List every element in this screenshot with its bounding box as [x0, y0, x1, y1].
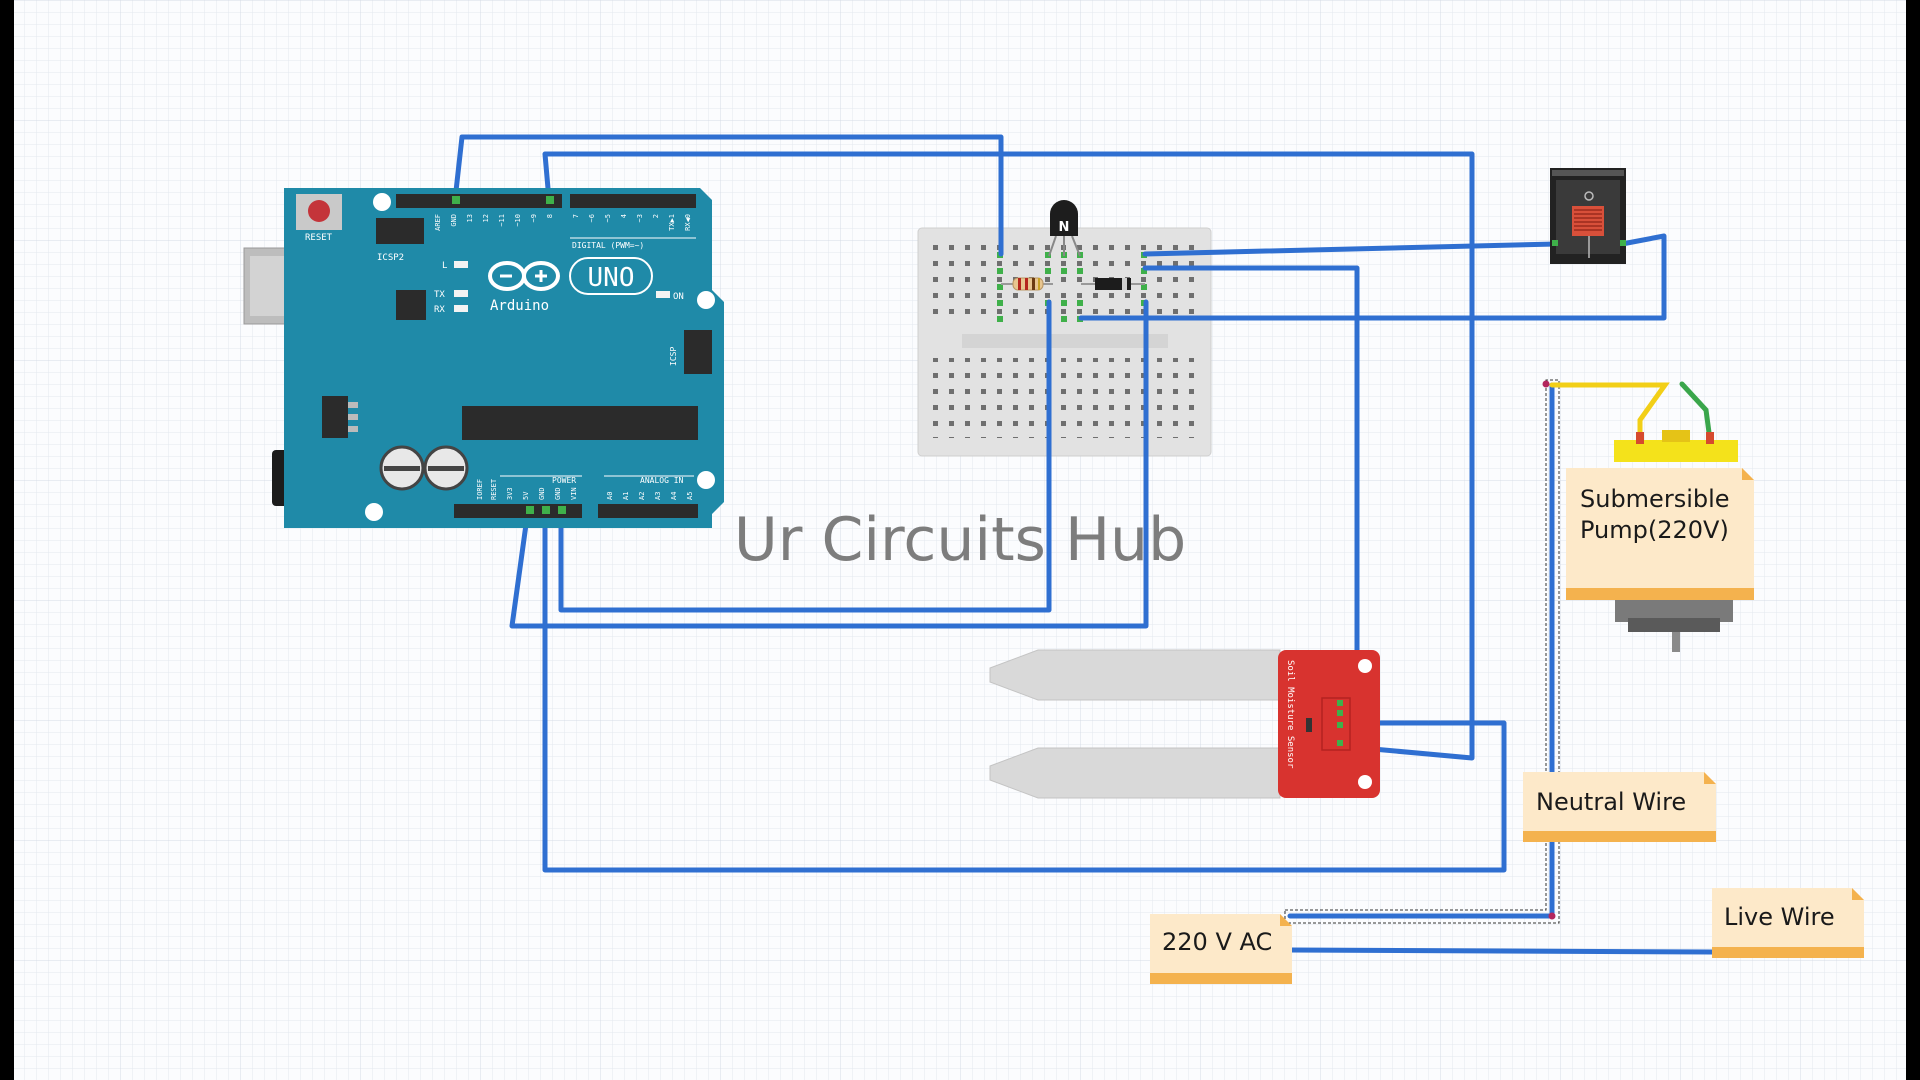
note-pump-line2: Pump(220V) — [1580, 516, 1729, 544]
pin-a2: A2 — [638, 492, 646, 500]
atmega-chip — [462, 406, 698, 440]
arduino-uno-board[interactable]: RESET ICSP2 AREF GND 13 12 ~11 ~10 ~9 8 … — [243, 188, 724, 528]
digital-label: DIGITAL (PWM=~) — [572, 241, 644, 250]
wire-gnd-top[interactable] — [452, 134, 1004, 257]
wire-relay-return[interactable] — [1078, 233, 1667, 321]
pin-reset: RESET — [490, 478, 498, 500]
pin-9: ~9 — [530, 214, 538, 222]
relay-module[interactable] — [1550, 168, 1626, 264]
usb-chip — [396, 290, 426, 320]
submersible-pump[interactable] — [1614, 430, 1738, 652]
npn-transistor[interactable]: N — [1048, 200, 1081, 257]
led-rx-label: RX — [434, 305, 445, 315]
pump-yellow-lead[interactable] — [1549, 382, 1670, 443]
pin-7: 7 — [572, 214, 580, 218]
resistor[interactable] — [1001, 277, 1053, 291]
voltage-regulator — [322, 396, 348, 438]
note-ac-text: 220 V AC — [1162, 928, 1272, 956]
led-tx-label: TX — [434, 290, 445, 300]
reset-label: RESET — [305, 233, 333, 243]
diode[interactable] — [1081, 278, 1145, 290]
pin-3: ~3 — [636, 214, 644, 222]
wire-gnd-sensor[interactable] — [542, 507, 1507, 873]
pin-gnd: GND — [450, 214, 458, 227]
note-220v-ac[interactable]: 220 V AC — [1150, 914, 1292, 984]
pin-12: 12 — [482, 214, 490, 222]
pin-a4: A4 — [670, 492, 678, 500]
pin-a0: A0 — [606, 492, 614, 500]
power-label: POWER — [552, 476, 576, 485]
wire-5v-bb[interactable] — [509, 299, 1149, 629]
pin-vin: VIN — [570, 487, 578, 500]
pin-ioref: IOREF — [476, 479, 484, 500]
note-neutral-text: Neutral Wire — [1536, 788, 1686, 816]
pin-3v3: 3V3 — [506, 487, 514, 500]
left-border — [0, 0, 14, 1080]
soil-moisture-sensor[interactable]: Soil Moisture Sensor — [989, 649, 1380, 799]
arduino-brand: Arduino — [490, 298, 549, 314]
pin-4: 4 — [620, 214, 628, 218]
wire-relay-coil[interactable] — [1142, 241, 1559, 257]
note-neutral-wire[interactable]: Neutral Wire — [1523, 772, 1716, 842]
pin-tx1: TX▶1 — [668, 214, 676, 231]
note-pump-line1: Submersible — [1580, 485, 1730, 513]
led-l — [454, 261, 468, 268]
right-border — [1906, 0, 1920, 1080]
wire-bb-sensor-vcc[interactable] — [1142, 265, 1360, 703]
icsp2-label: ICSP2 — [377, 253, 404, 263]
digital-header-left — [396, 194, 562, 208]
arduino-model: UNO — [588, 263, 635, 293]
wire-ac-live[interactable] — [1287, 947, 1715, 955]
sensor-probe-bottom — [989, 747, 1281, 799]
transistor-label: N — [1059, 220, 1070, 235]
pin-2: 2 — [652, 214, 660, 218]
breadboard[interactable] — [917, 227, 1212, 457]
icsp-label: ICSP — [669, 347, 678, 366]
pin-5v: 5V — [522, 491, 530, 500]
analog-label: ANALOG IN — [640, 476, 684, 485]
pin-gnd-2: GND — [554, 487, 562, 500]
pin-rx0: RX◀0 — [684, 214, 692, 231]
led-l-label: L — [442, 261, 447, 271]
sensor-probe-top — [989, 649, 1281, 701]
led-on — [656, 291, 670, 298]
led-on-label: ON — [673, 292, 684, 302]
wire-gnd-resistor[interactable] — [558, 299, 1052, 613]
pin-13: 13 — [466, 214, 474, 222]
wires — [452, 134, 1715, 955]
note-pump[interactable]: Submersible Pump(220V) — [1566, 468, 1754, 600]
led-rx — [454, 305, 468, 312]
note-live-text: Live Wire — [1724, 903, 1835, 931]
pin-a5: A5 — [686, 492, 694, 500]
pin-gnd-1: GND — [538, 487, 546, 500]
wire-endpoint-neutral-top[interactable] — [1542, 380, 1550, 388]
sensor-label: Soil Moisture Sensor — [1285, 660, 1295, 769]
pin-8: 8 — [546, 214, 554, 218]
watermark-text: Ur Circuits Hub — [734, 505, 1186, 575]
pin-10: ~10 — [514, 214, 522, 227]
wire-endpoint-neutral-bottom[interactable] — [1548, 912, 1556, 920]
digital-header-right — [570, 194, 696, 208]
pin-11: ~11 — [498, 214, 506, 227]
analog-header — [598, 504, 698, 518]
arduino-logo-icon — [488, 261, 560, 291]
icsp-header — [684, 330, 712, 374]
pin-6: ~6 — [588, 214, 596, 222]
pin-aref: AREF — [434, 214, 442, 231]
pin-a1: A1 — [622, 492, 630, 500]
wire-pin8-sensor[interactable] — [542, 151, 1475, 761]
pin-a3: A3 — [654, 492, 662, 500]
pump-green-lead[interactable] — [1679, 381, 1713, 443]
note-live-wire[interactable]: Live Wire — [1712, 888, 1864, 958]
led-tx — [454, 290, 468, 297]
pin-5: ~5 — [604, 214, 612, 222]
